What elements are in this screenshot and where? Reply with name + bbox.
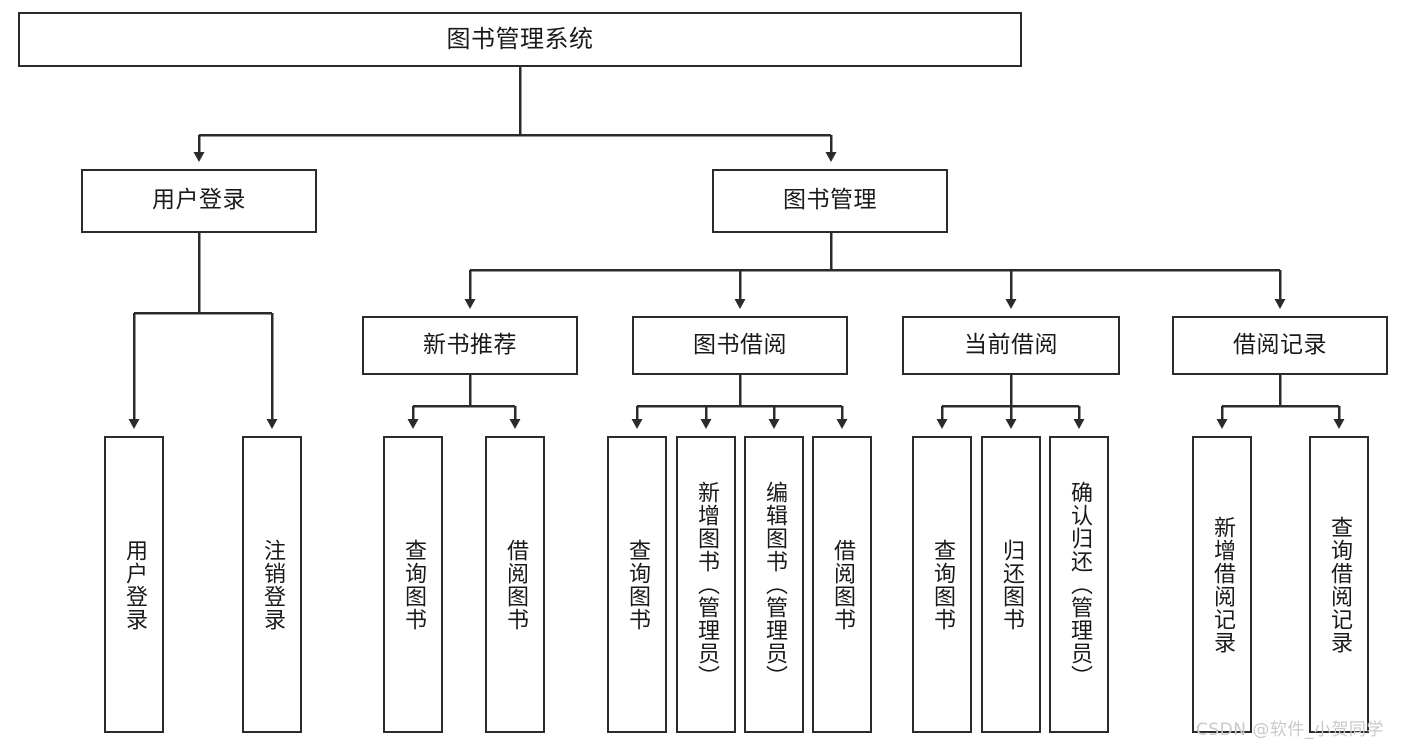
leaf-label: 归还图书 — [999, 538, 1024, 631]
node-new-book-recommend-label: 新书推荐 — [423, 331, 517, 358]
node-current-borrow-label: 当前借阅 — [964, 331, 1058, 358]
node-book-management-label: 图书管理 — [783, 187, 877, 214]
leaf-label: 查询图书 — [401, 538, 426, 631]
leaf-label: 新增借阅记录 — [1210, 515, 1235, 654]
leaf-label: 用户登录 — [122, 538, 147, 631]
node-new-book-recommend[interactable]: 新书推荐 — [362, 316, 578, 375]
leaf-borrow-record-query[interactable]: 查询借阅记录 — [1309, 436, 1369, 733]
leaf-book-borrow-borrow[interactable]: 借阅图书 — [812, 436, 872, 733]
leaf-book-borrow-query[interactable]: 查询图书 — [607, 436, 667, 733]
node-book-borrow[interactable]: 图书借阅 — [632, 316, 848, 375]
leaf-borrow-record-add[interactable]: 新增借阅记录 — [1192, 436, 1252, 733]
leaf-label: 新增图书（管理员） — [694, 481, 719, 688]
node-book-management[interactable]: 图书管理 — [712, 169, 948, 233]
leaf-label: 查询图书 — [625, 538, 650, 631]
leaf-new-book-query[interactable]: 查询图书 — [383, 436, 443, 733]
node-user-login-label: 用户登录 — [152, 187, 246, 214]
leaf-label: 借阅图书 — [503, 538, 528, 631]
leaf-user-login-signout[interactable]: 注销登录 — [242, 436, 302, 733]
leaf-label: 编辑图书（管理员） — [762, 481, 787, 688]
node-root-system[interactable]: 图书管理系统 — [18, 12, 1022, 67]
node-book-borrow-label: 图书借阅 — [693, 331, 787, 358]
leaf-current-borrow-query[interactable]: 查询图书 — [912, 436, 972, 733]
leaf-label: 注销登录 — [260, 538, 285, 631]
node-current-borrow[interactable]: 当前借阅 — [902, 316, 1120, 375]
leaf-book-borrow-add[interactable]: 新增图书（管理员） — [676, 436, 736, 733]
node-root-label: 图书管理系统 — [446, 25, 594, 54]
leaf-current-borrow-confirm-return[interactable]: 确认归还（管理员） — [1049, 436, 1109, 733]
leaf-label: 查询图书 — [930, 538, 955, 631]
leaf-book-borrow-edit[interactable]: 编辑图书（管理员） — [744, 436, 804, 733]
node-user-login[interactable]: 用户登录 — [81, 169, 317, 233]
node-borrow-record-label: 借阅记录 — [1233, 331, 1327, 358]
leaf-label: 确认归还（管理员） — [1067, 481, 1092, 688]
leaf-label: 查询借阅记录 — [1327, 515, 1352, 654]
leaf-current-borrow-return[interactable]: 归还图书 — [981, 436, 1041, 733]
leaf-user-login-signin[interactable]: 用户登录 — [104, 436, 164, 733]
leaf-new-book-borrow[interactable]: 借阅图书 — [485, 436, 545, 733]
node-borrow-record[interactable]: 借阅记录 — [1172, 316, 1388, 375]
leaf-label: 借阅图书 — [830, 538, 855, 631]
